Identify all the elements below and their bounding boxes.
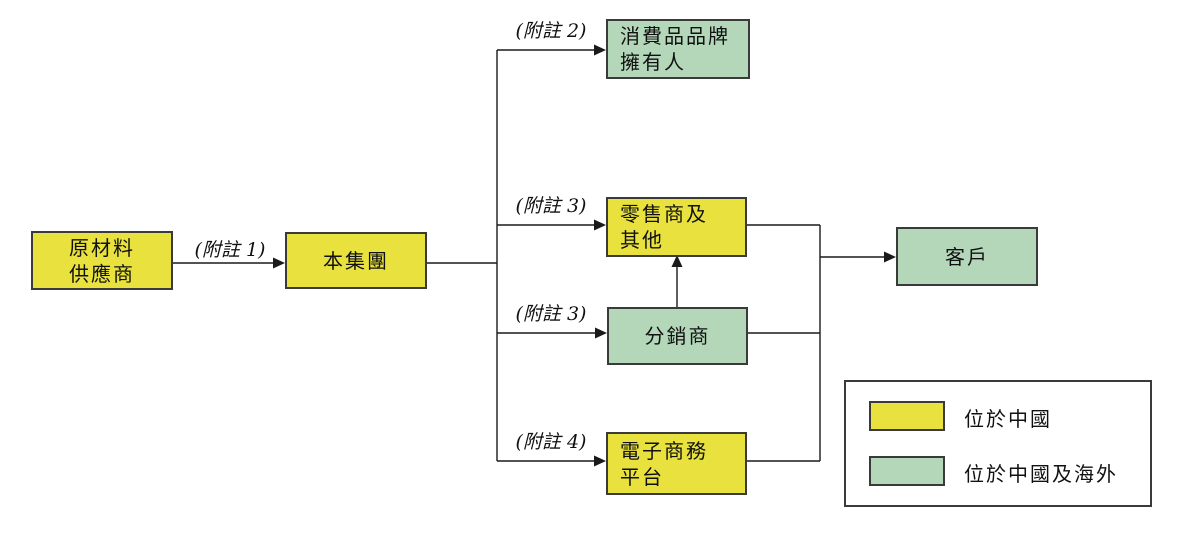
node-label: 分銷商 <box>644 324 711 348</box>
node-distributor: 分銷商 <box>607 307 748 365</box>
node-retailer: 零售商及 其他 <box>606 197 747 257</box>
node-label: 電子商務 <box>620 438 708 463</box>
node-label: 零售商及 <box>620 202 708 226</box>
node-raw-material-supplier: 原材料 供應商 <box>31 231 173 290</box>
edge-note-3a: (附註 3) <box>515 195 587 217</box>
arrowhead-to-customer <box>884 251 896 263</box>
node-label: 供應商 <box>69 261 135 286</box>
edge-note-2: (附註 2) <box>515 20 587 42</box>
arrowhead-to-brand-owner <box>594 44 606 56</box>
node-label: 消費品品牌 <box>620 24 730 48</box>
arrowhead-to-ecommerce <box>594 455 606 467</box>
edge-note-3b: (附註 3) <box>515 303 587 325</box>
node-ecommerce-platform: 電子商務 平台 <box>606 432 747 495</box>
legend-swatch-china-overseas <box>869 456 945 486</box>
legend-label-china-overseas: 位於中國及海外 <box>964 462 1118 486</box>
node-label: 平台 <box>620 464 664 489</box>
legend-label-china: 位於中國 <box>964 407 1052 431</box>
node-label: 客戶 <box>945 244 989 269</box>
node-customer: 客戶 <box>896 227 1038 286</box>
arrowhead-to-group <box>273 257 285 269</box>
legend: 位於中國 位於中國及海外 <box>844 380 1152 507</box>
node-group: 本集團 <box>285 232 427 289</box>
node-brand-owner: 消費品品牌 擁有人 <box>606 19 750 79</box>
node-label: 原材料 <box>69 235 135 260</box>
arrowhead-to-distributor <box>595 327 607 339</box>
edge-note-1: (附註 1) <box>194 239 266 261</box>
node-label: 本集團 <box>323 248 389 273</box>
node-label: 擁有人 <box>620 50 686 74</box>
legend-swatch-china <box>869 401 945 431</box>
arrowhead-to-retailer <box>594 219 606 231</box>
edge-note-4: (附註 4) <box>515 431 587 453</box>
arrowhead-distributor-up <box>671 255 683 267</box>
node-label: 其他 <box>620 228 664 252</box>
